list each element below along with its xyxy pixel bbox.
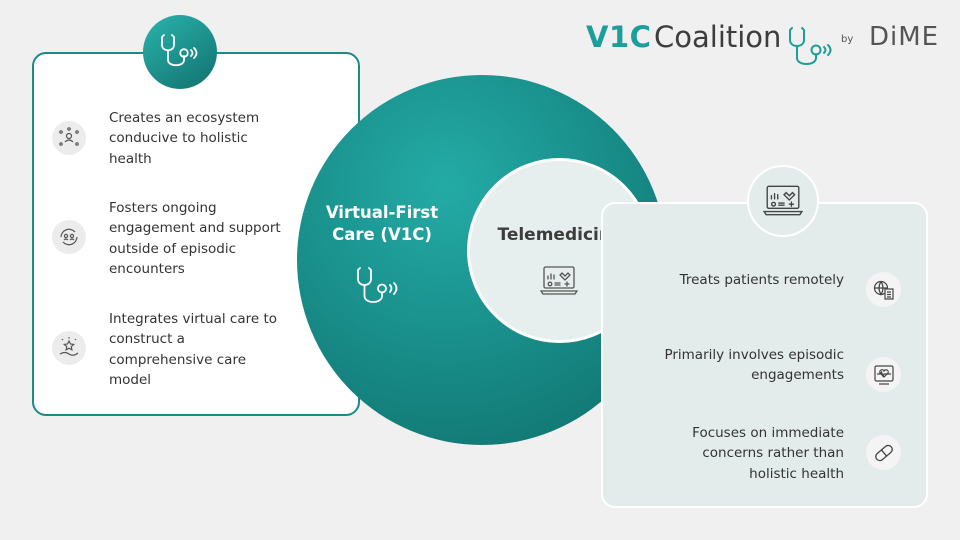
globe-document-icon bbox=[866, 272, 901, 307]
tele-feature-2-text: Primarily involves episodic engagements bbox=[664, 347, 844, 384]
stethoscope-icon bbox=[161, 34, 198, 67]
v1c-feature-1-text: Creates an ecosystem conducive to holist… bbox=[109, 110, 260, 167]
cycle-people-icon bbox=[52, 220, 86, 254]
dime-logo-text: DiME bbox=[869, 22, 940, 52]
logo-stethoscope-icon bbox=[789, 27, 832, 65]
v1c-badge bbox=[143, 15, 217, 89]
logo-by-text: by bbox=[841, 34, 854, 45]
badge-laptop-icon bbox=[763, 185, 803, 216]
laptop-dashboard-icon bbox=[540, 266, 578, 295]
network-people-icon bbox=[52, 121, 86, 155]
tele-feature-3-text: Focuses on immediate concerns rather tha… bbox=[692, 425, 844, 482]
telemedicine-badge bbox=[747, 165, 819, 237]
v1c-feature-2-text: Fosters ongoing engagement and support o… bbox=[109, 200, 281, 277]
monitor-heart-icon bbox=[866, 357, 901, 392]
v1c-coalition-logo: V1C Coalition by DiME bbox=[586, 16, 942, 68]
logo-v1c-text: V1C bbox=[586, 20, 652, 54]
telemedicine-title: Telemedicine bbox=[497, 225, 623, 245]
v1c-feature-3-text: Integrates virtual care to construct a c… bbox=[109, 311, 278, 388]
logo-coalition-text: Coalition bbox=[654, 20, 782, 54]
tele-feature-1-text: Treats patients remotely bbox=[679, 272, 844, 288]
hand-star-icon bbox=[52, 331, 86, 365]
v1c-title: Virtual-First Care (V1C) bbox=[325, 203, 439, 244]
v1c-stethoscope-icon bbox=[357, 267, 398, 303]
pill-icon bbox=[866, 435, 901, 470]
